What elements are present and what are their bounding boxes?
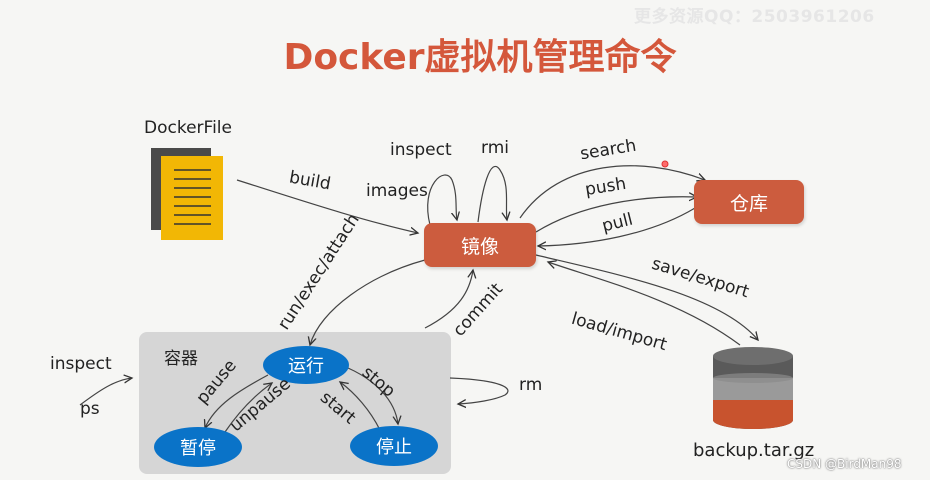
arrow-pause [205, 374, 269, 428]
database-cylinder-icon [713, 347, 793, 429]
running-node-label: 运行 [288, 356, 324, 377]
arrow-images [427, 174, 457, 226]
arrow-inspect-ps [79, 378, 132, 406]
watermark-bottom: CSDN @BirdMan98 [787, 457, 902, 471]
image-node: 镜像 [424, 223, 536, 267]
edge-label-inspect-image: inspect [390, 140, 452, 160]
stopped-node: 停止 [350, 426, 438, 466]
paused-node-label: 暂停 [180, 438, 216, 459]
arrow-run [310, 259, 426, 345]
container-group-label: 容器 [164, 349, 198, 369]
edge-label-ps: ps [80, 399, 100, 419]
arrow-rm [449, 377, 509, 404]
arrow-commit [424, 270, 473, 329]
edge-label-images: images [366, 181, 428, 201]
arrow-pull [538, 207, 696, 246]
arrow-search [519, 165, 705, 219]
edge-label-rmi: rmi [481, 138, 509, 158]
paused-node: 暂停 [154, 427, 242, 467]
arrow-push [535, 197, 697, 233]
arrow-start [340, 382, 381, 431]
page-title: Docker虚拟机管理命令 [283, 37, 677, 78]
registry-node-label: 仓库 [729, 192, 768, 215]
edge-label-inspect-container: inspect [50, 354, 112, 374]
cursor-dot [661, 160, 669, 168]
arrow-load [548, 262, 741, 346]
arrow-save [535, 254, 758, 340]
image-node-label: 镜像 [460, 235, 499, 258]
dockerfile-label: DockerFile [144, 118, 232, 138]
edge-label-rm: rm [519, 375, 543, 395]
arrow-build [236, 179, 418, 233]
registry-node: 仓库 [694, 180, 804, 224]
document-icon [151, 148, 223, 240]
backup-label: backup.tar.gz [693, 440, 815, 461]
arrow-stop [347, 367, 398, 424]
arrow-rmi [477, 165, 507, 223]
watermark-top: 更多资源QQ：2503961206 [634, 7, 875, 27]
arrow-unpause [224, 383, 272, 433]
stopped-node-label: 停止 [376, 437, 412, 458]
running-node: 运行 [263, 346, 349, 384]
